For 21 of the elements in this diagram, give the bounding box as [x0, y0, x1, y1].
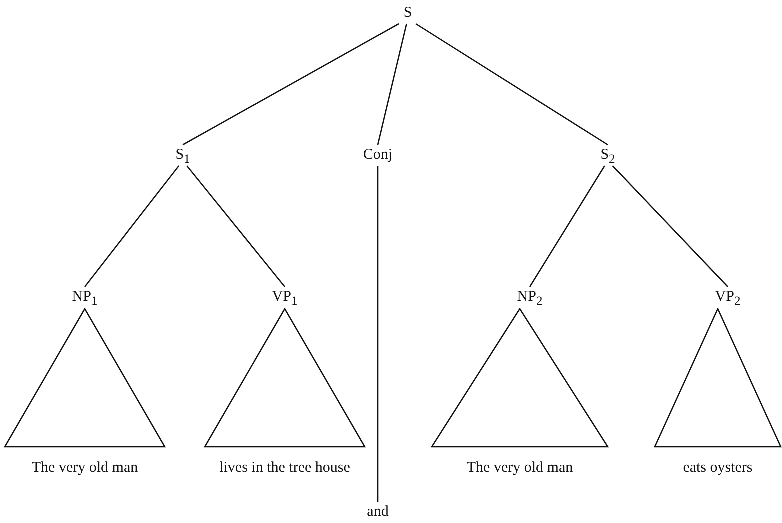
category-label: VP$_{2}$ [715, 288, 741, 310]
tree-branch [612, 166, 728, 288]
tree-branch [377, 24, 408, 146]
category-label: NP$_{1}$ [72, 288, 98, 310]
phrase-text: lives in the tree house [220, 459, 350, 477]
category-label: and [367, 503, 389, 521]
tree-branch [182, 23, 400, 146]
phrase-text: The very old man [32, 459, 138, 477]
phrase-text: eats oysters [683, 459, 753, 477]
phrase-text: The very old man [466, 459, 574, 477]
tree-branch [416, 23, 608, 146]
tree-branch [186, 166, 286, 288]
category-label: S$_{2}$ [600, 146, 616, 168]
category-label: Conj [363, 146, 393, 164]
tree-branch [84, 166, 180, 288]
category-label: NP$_{2}$ [517, 288, 543, 310]
category-label: S$_{1}$ [176, 146, 190, 168]
category-label: S [404, 4, 412, 22]
tree-branch [377, 166, 379, 502]
tree-branch [529, 166, 606, 288]
category-label: VP$_{1}$ [272, 288, 298, 310]
